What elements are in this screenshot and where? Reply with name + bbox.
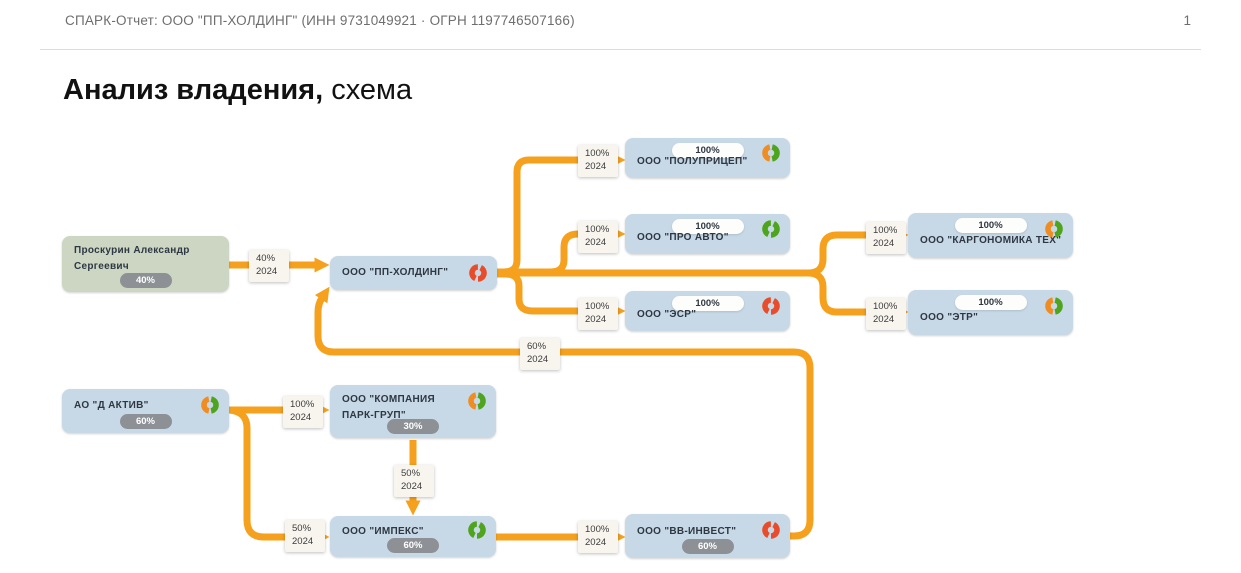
status-orange-green-icon: [1045, 297, 1063, 315]
ownership-badge: 100%: [671, 143, 744, 158]
status-orange-green-icon: [762, 144, 780, 162]
ownership-badge: 60%: [387, 538, 439, 553]
status-red-icon: [762, 297, 780, 315]
edge-year: 2024: [585, 160, 607, 172]
edge-share: 100%: [873, 225, 898, 236]
node-d-aktiv: АО "Д АКТИВ" 60%: [62, 389, 229, 433]
ownership-badge: 60%: [681, 539, 734, 554]
edge-daktiv-impeks: [228, 406, 330, 545]
status-red-icon: [762, 521, 780, 539]
edge-share: 50%: [292, 523, 312, 534]
page-title-bold: Анализ владения,: [63, 74, 324, 106]
node-pro-avto: 100% ООО "ПРО АВТО": [625, 214, 790, 254]
node-label: ООО "КОМПАНИЯ ПАРК-ГРУП": [342, 394, 435, 421]
edge-share: 100%: [873, 301, 898, 312]
edge-share: 100%: [585, 224, 610, 235]
status-orange-green-icon: [1045, 220, 1063, 238]
edge-year: 2024: [401, 480, 423, 492]
node-label: ООО "ПП-ХОЛДИНГ": [342, 267, 449, 278]
edge-year: 2024: [290, 411, 312, 423]
ownership-badge: 100%: [954, 295, 1027, 310]
report-header-title: СПАРК-Отчет: ООО "ПП-ХОЛДИНГ" (ИНН 97310…: [65, 13, 575, 28]
edge-label-daktiv-impeks: 50% 2024: [285, 520, 325, 552]
edge-year: 2024: [873, 313, 895, 325]
edge-label-impeks-vvinvest: 100% 2024: [578, 521, 618, 553]
node-label: ООО "ПОЛУПРИЦЕП": [637, 156, 748, 167]
edge-year: 2024: [585, 236, 607, 248]
node-label: АО "Д АКТИВ": [74, 400, 149, 411]
edge-year: 2024: [256, 265, 278, 277]
edge-year: 2024: [873, 237, 895, 249]
edge-label-daktiv-parkgrup: 100% 2024: [283, 396, 323, 428]
status-orange-green-icon: [468, 392, 486, 410]
edge-ppholding-etr: [497, 269, 909, 320]
node-kompaniya-park-grup: ООО "КОМПАНИЯ ПАРК-ГРУП" 30%: [330, 385, 496, 438]
page-title-light: схема: [323, 74, 413, 106]
edge-share: 100%: [585, 524, 610, 535]
node-label: ООО "ЭТР": [920, 312, 979, 323]
ownership-badge: 30%: [387, 419, 439, 434]
ownership-badge: 100%: [671, 219, 744, 234]
edge-share: 40%: [256, 253, 276, 264]
node-vv-invest: ООО "ВВ-ИНВЕСТ" 60%: [625, 514, 790, 558]
edge-vvinvest-ppholding: [314, 286, 814, 540]
node-kargonomika-teh: 100% ООО "КАРГОНОМИКА ТЕХ": [908, 213, 1073, 258]
edge-year: 2024: [585, 313, 607, 325]
edge-year: 2024: [585, 536, 607, 548]
page-title: Анализ владения, схема: [63, 74, 412, 107]
edge-year: 2024: [292, 535, 314, 547]
node-label: ООО "ИМПЕКС": [342, 526, 424, 537]
ownership-badge: 100%: [671, 296, 744, 311]
status-green-icon: [762, 220, 780, 238]
node-label: ООО "ВВ-ИНВЕСТ": [637, 526, 737, 537]
node-etr: 100% ООО "ЭТР": [908, 290, 1073, 335]
ownership-badge: 40%: [119, 273, 172, 288]
node-label: ООО "КАРГОНОМИКА ТЕХ": [920, 235, 1062, 246]
edge-share: 100%: [585, 148, 610, 159]
ownership-badge: 100%: [954, 218, 1027, 233]
node-polupritsep: 100% ООО "ПОЛУПРИЦЕП": [625, 138, 790, 178]
node-impeks: ООО "ИМПЕКС" 60%: [330, 516, 496, 557]
node-label: Проскурин Александр Сергеевич: [74, 245, 190, 272]
edge-label-vvinvest-ppholding: 60% 2024: [520, 338, 560, 370]
edge-share: 100%: [290, 399, 315, 410]
status-green-icon: [468, 521, 486, 539]
edge-label-proskurin: 40% 2024: [249, 250, 289, 282]
edge-share: 100%: [585, 301, 610, 312]
edge-year: 2024: [527, 353, 549, 365]
edge-label-etr: 100% 2024: [866, 298, 906, 330]
node-label: ООО "ЭСР": [637, 309, 697, 320]
status-red-icon: [469, 264, 487, 282]
edge-label-parkgrup-impeks: 50% 2024: [394, 465, 434, 497]
header-divider: [40, 49, 1201, 50]
edge-share: 60%: [527, 341, 547, 352]
node-esr: 100% ООО "ЭСР": [625, 291, 790, 331]
status-orange-green-icon: [201, 396, 219, 414]
edge-label-kargonomika: 100% 2024: [866, 222, 906, 254]
edge-label-esr: 100% 2024: [578, 298, 618, 330]
node-pp-holding: ООО "ПП-ХОЛДИНГ": [330, 256, 497, 290]
edge-label-polupritsep: 100% 2024: [578, 145, 618, 177]
ownership-badge: 60%: [119, 414, 172, 429]
page-number: 1: [1183, 13, 1191, 28]
edge-share: 50%: [401, 468, 421, 479]
edge-label-proavto: 100% 2024: [578, 221, 618, 253]
node-proskurin: Проскурин Александр Сергеевич 40%: [62, 236, 229, 292]
node-label: ООО "ПРО АВТО": [637, 232, 729, 243]
